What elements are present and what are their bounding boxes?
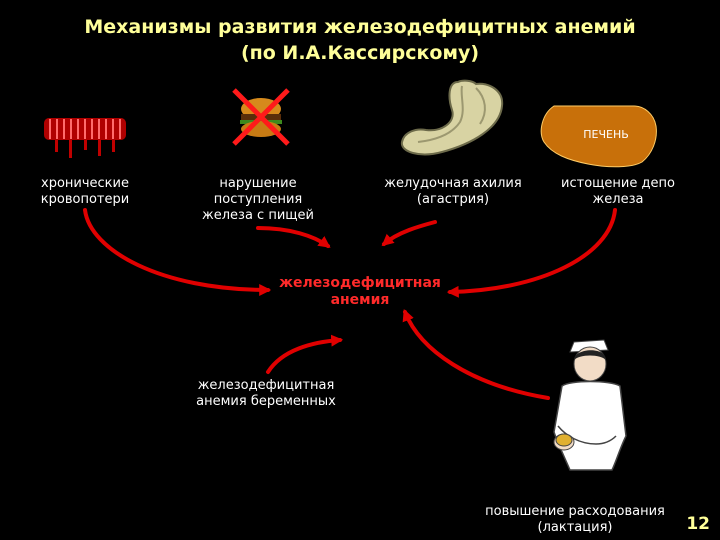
cause-blood-loss-line1: хронические xyxy=(41,176,129,191)
stomach-icon xyxy=(400,79,504,156)
cause-achylia-line1: желудочная ахилия xyxy=(384,176,522,191)
center-line2: анемия xyxy=(330,292,390,308)
cause-pregnancy-line2: анемия беременных xyxy=(196,394,336,409)
page-number: 12 xyxy=(686,514,710,534)
cause-intake-line1: нарушение xyxy=(219,176,297,191)
cause-consumption-line2: (лактация) xyxy=(537,520,613,535)
cause-intake-label: нарушение поступления железа с пищей xyxy=(186,176,330,224)
cause-depot-label: истощение депо железа xyxy=(548,176,688,208)
cause-blood-loss-label: хронические кровопотери xyxy=(20,176,150,208)
cause-intake-line2: поступления xyxy=(213,192,303,207)
cause-achylia-label: желудочная ахилия (агастрия) xyxy=(370,176,536,208)
arrow-achylia xyxy=(381,220,437,247)
cause-consumption-label: повышение расходования (лактация) xyxy=(470,504,680,536)
slide-title-line1: Механизмы развития железодефицитных анем… xyxy=(84,16,636,38)
cause-blood-loss-line2: кровопотери xyxy=(40,192,130,207)
center-node-label: железодефицитная анемия xyxy=(262,275,458,309)
cause-depot-line2: железа xyxy=(592,192,644,207)
cause-consumption-line1: повышение расходования xyxy=(485,504,665,519)
slide-title: Механизмы развития железодефицитных анем… xyxy=(0,14,720,66)
arrow-intake xyxy=(256,226,331,248)
cause-achylia-line2: (агастрия) xyxy=(416,192,490,207)
cause-intake-line3: железа с пищей xyxy=(202,208,314,223)
cause-depot-line1: истощение депо xyxy=(561,176,675,191)
liver-icon: ПЕЧЕНЬ xyxy=(540,105,657,168)
arrow-consumption xyxy=(402,309,550,400)
nurse-figure-icon xyxy=(553,339,627,471)
slide-title-line2: (по И.А.Кассирскому) xyxy=(240,42,480,64)
cause-pregnancy-line1: железодефицитная xyxy=(197,378,335,393)
arrow-blood-loss xyxy=(83,208,272,296)
crossed-food-icon xyxy=(232,88,290,146)
arrow-pregnancy xyxy=(266,334,344,374)
arrow-depot xyxy=(446,208,617,298)
liver-label: ПЕЧЕНЬ xyxy=(583,128,629,141)
cause-pregnancy-label: железодефицитная анемия беременных xyxy=(186,378,346,410)
center-line1: железодефицитная xyxy=(279,275,441,291)
blood-vessel-icon xyxy=(44,118,126,158)
